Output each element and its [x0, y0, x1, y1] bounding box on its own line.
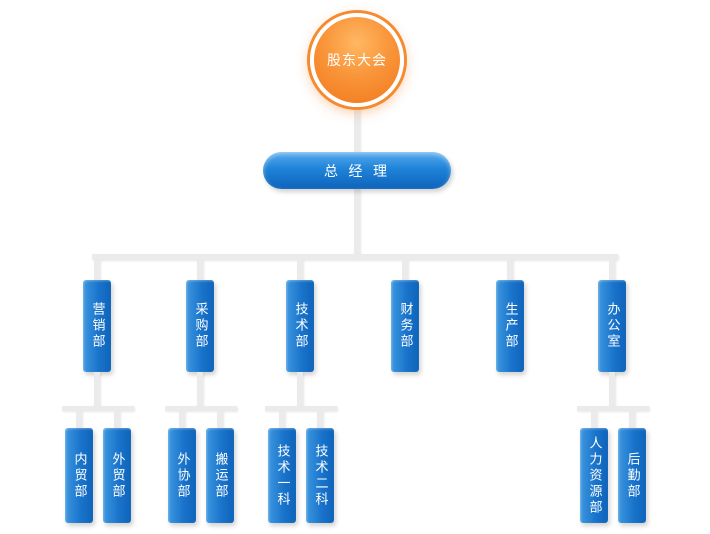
main-branch-bar — [92, 254, 618, 260]
stub-dept-3 — [297, 260, 303, 280]
node-tech-section-2: 技术二科 — [306, 428, 334, 523]
node-label: 采购部 — [192, 302, 208, 350]
node-label: 搬运部 — [212, 451, 228, 500]
node-domestic-trade-dept: 内贸部 — [65, 428, 93, 523]
node-label: 技术部 — [292, 302, 308, 350]
stub-foreign-trade — [114, 411, 120, 428]
node-tech-section-1: 技术一科 — [268, 428, 296, 523]
connector-marketing-down — [94, 372, 100, 408]
stub-dept-6 — [609, 260, 615, 280]
node-label: 内贸部 — [71, 451, 87, 500]
node-label: 股东大会 — [327, 53, 387, 69]
node-shareholders-meeting: 股东大会 — [310, 13, 404, 107]
node-human-resources-dept: 人力资源部 — [580, 428, 608, 523]
stub-transport — [217, 411, 223, 428]
branch-bar-office — [577, 406, 649, 411]
branch-bar-purchasing — [165, 406, 237, 411]
node-label: 技术一科 — [274, 443, 290, 508]
node-label: 后勤部 — [624, 451, 640, 500]
node-label: 营销部 — [89, 302, 105, 350]
connector-technology-down — [297, 372, 303, 408]
node-label: 办公室 — [604, 302, 620, 350]
stub-tech-section-1 — [279, 411, 285, 428]
node-label: 生产部 — [502, 302, 518, 350]
stub-outsourcing — [179, 411, 185, 428]
node-marketing-dept: 营销部 — [83, 280, 111, 372]
node-purchasing-dept: 采购部 — [186, 280, 214, 372]
connector-office-down — [609, 372, 615, 408]
node-technology-dept: 技术部 — [286, 280, 314, 372]
node-label: 财务部 — [397, 302, 413, 350]
node-transport-dept: 搬运部 — [206, 428, 234, 523]
node-label: 总 经 理 — [324, 163, 390, 180]
node-finance-dept: 财务部 — [391, 280, 419, 372]
node-office: 办公室 — [598, 280, 626, 372]
node-label: 人力资源部 — [586, 435, 602, 516]
stub-dept-2 — [197, 260, 203, 280]
stub-human-resources — [591, 411, 597, 428]
stub-dept-4 — [402, 260, 408, 280]
branch-bar-marketing — [62, 406, 134, 411]
stub-logistics — [629, 411, 635, 428]
node-foreign-trade-dept: 外贸部 — [103, 428, 131, 523]
node-production-dept: 生产部 — [496, 280, 524, 372]
node-outsourcing-dept: 外协部 — [168, 428, 196, 523]
node-label: 外贸部 — [109, 451, 125, 500]
stub-dept-5 — [507, 260, 513, 280]
connector-purchasing-down — [197, 372, 203, 408]
branch-bar-technology — [265, 406, 337, 411]
node-label: 技术二科 — [312, 443, 328, 508]
node-general-manager: 总 经 理 — [263, 152, 451, 189]
stub-dept-1 — [94, 260, 100, 280]
connector-root-to-manager — [354, 105, 360, 155]
node-label: 外协部 — [174, 451, 190, 500]
stub-domestic-trade — [76, 411, 82, 428]
connector-manager-to-bar — [354, 189, 360, 258]
stub-tech-section-2 — [317, 411, 323, 428]
node-logistics-dept: 后勤部 — [618, 428, 646, 523]
